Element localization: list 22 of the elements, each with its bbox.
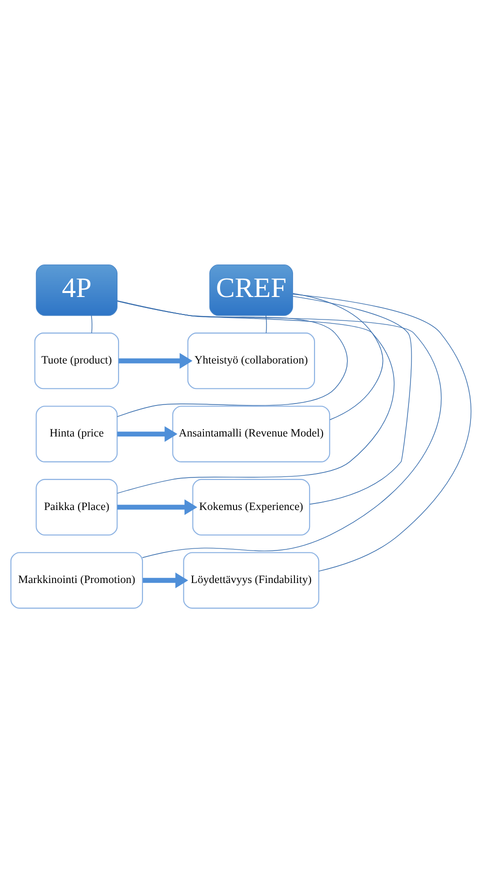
node-box: Paikka (Place) bbox=[36, 478, 118, 536]
node-box: Markkinointi (Promotion) bbox=[10, 552, 143, 608]
node-box: Tuote (product) bbox=[34, 332, 120, 389]
node-box: Ansaintamalli (Revenue Model) bbox=[172, 405, 330, 462]
connector bbox=[116, 300, 348, 417]
connector bbox=[91, 314, 92, 333]
node-box: 4P bbox=[36, 264, 118, 316]
connector bbox=[117, 300, 442, 558]
node-box: Kokemus (Experience) bbox=[192, 478, 310, 536]
node-box: CREF bbox=[209, 264, 294, 316]
arrow bbox=[142, 572, 188, 588]
connector bbox=[292, 293, 472, 572]
node-box: Yhteistyö (collaboration) bbox=[187, 332, 316, 389]
arrow bbox=[117, 426, 178, 442]
connector bbox=[266, 314, 267, 333]
arrow bbox=[118, 352, 192, 368]
arrow bbox=[117, 498, 198, 515]
node-box: Löydettävyys (Findability) bbox=[183, 552, 320, 608]
node-box: Hinta (price bbox=[36, 405, 118, 462]
connector bbox=[292, 292, 384, 420]
connector bbox=[116, 300, 394, 494]
connector bbox=[292, 295, 412, 504]
